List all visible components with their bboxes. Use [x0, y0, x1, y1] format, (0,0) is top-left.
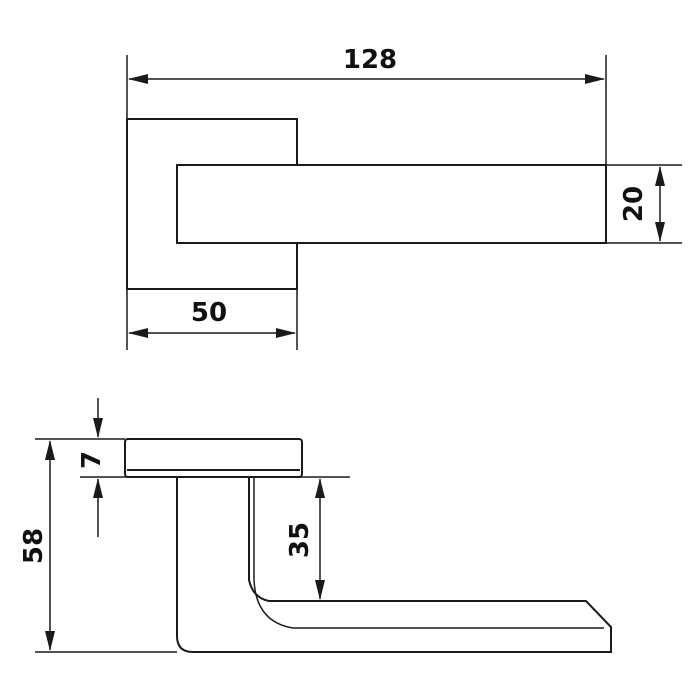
dimension-label-lever-projection: 35: [285, 522, 315, 558]
lever-profile: [176, 477, 612, 653]
side-view: 58 7 35: [19, 398, 612, 653]
dimension-label-total-height: 58: [19, 528, 49, 564]
dimension-label-rose-thickness: 7: [77, 451, 107, 469]
top-view: 128 50 20: [126, 45, 682, 350]
rose-plate: [124, 438, 303, 478]
lever-outline: [176, 164, 607, 244]
dimension-label-rose-width: 50: [191, 298, 227, 328]
dimension-label-lever-height: 20: [619, 186, 649, 222]
rose-outline: [126, 118, 298, 290]
dimension-label-length: 128: [343, 45, 397, 75]
lever-inner-curve: [253, 477, 604, 629]
